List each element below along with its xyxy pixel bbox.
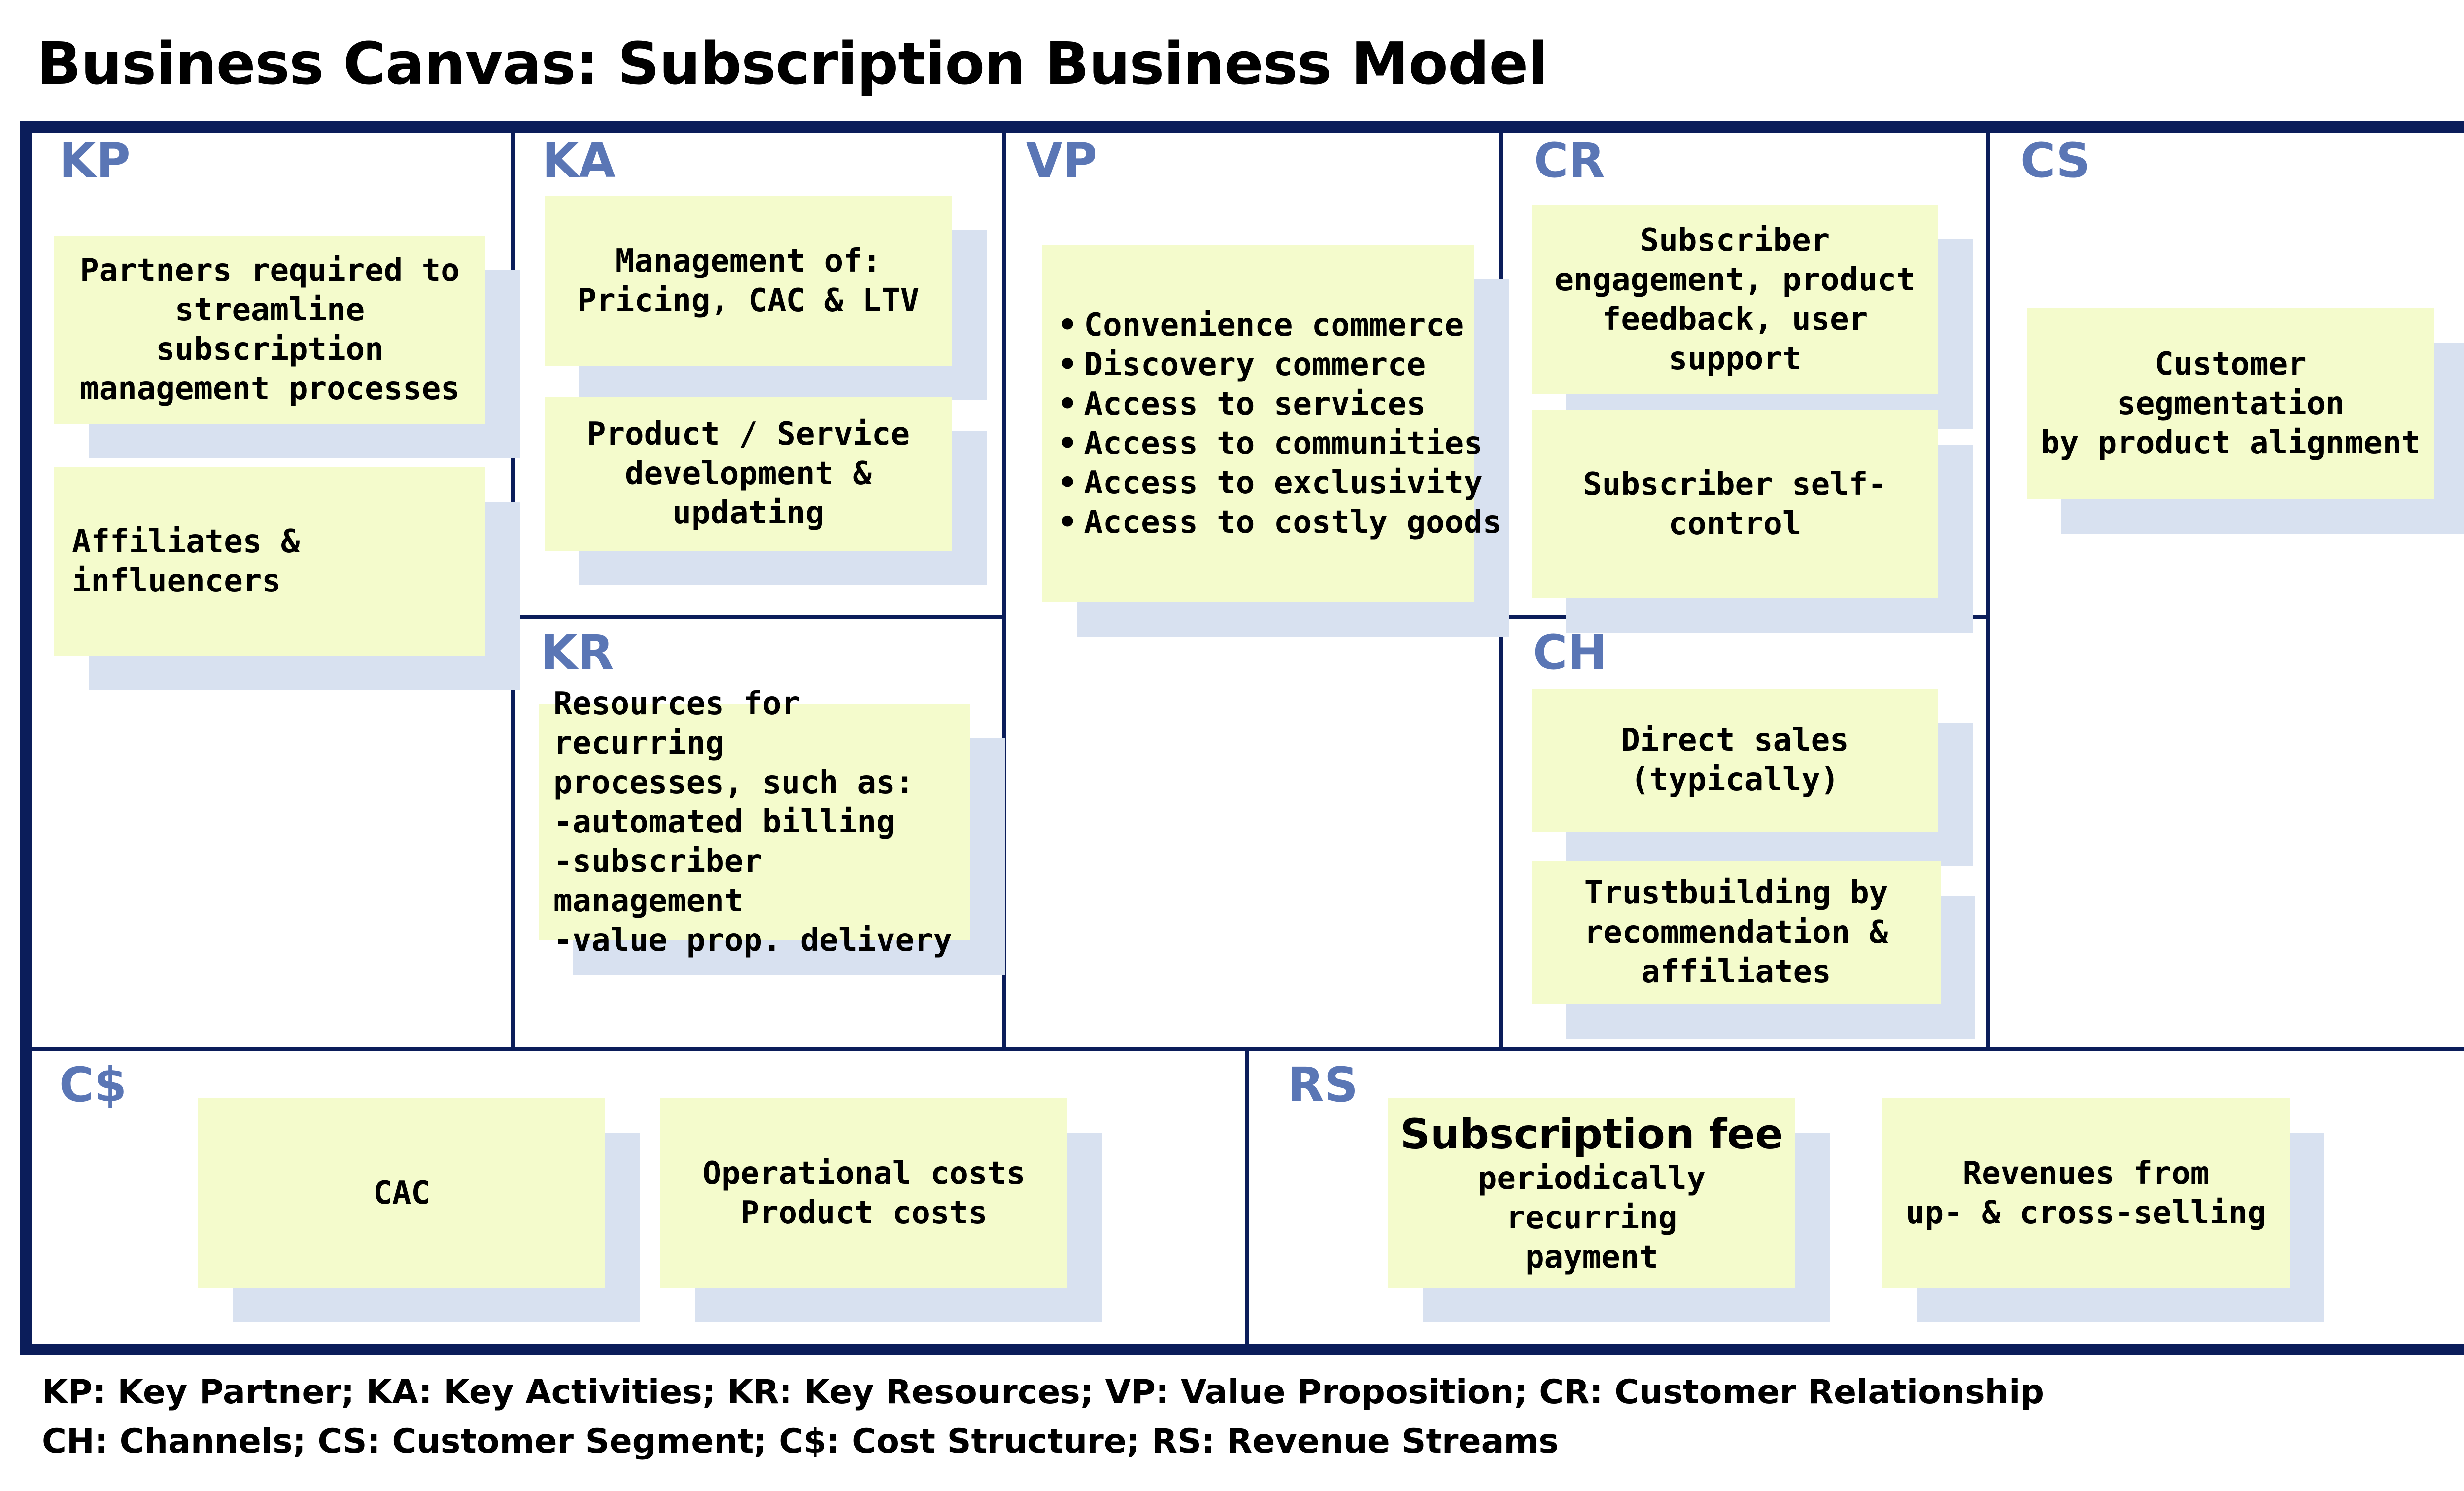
label-ka: KA <box>542 133 616 188</box>
divider-cost-rs <box>1245 1049 1249 1344</box>
label-vp: VP <box>1026 133 1097 188</box>
note-text: Customer segmentation by product alignme… <box>2041 346 2421 461</box>
note-text: Revenues from up- & cross-selling <box>1905 1155 2267 1231</box>
page-title: Business Canvas: Subscription Business M… <box>37 30 1548 98</box>
note-text: Management of: Pricing, CAC & LTV <box>577 243 920 319</box>
vp-item: Access to exclusivity <box>1058 463 1502 503</box>
label-rs: RS <box>1288 1057 1359 1112</box>
legend-line-2: CH: Channels; CS: Customer Segment; C$: … <box>42 1422 1559 1461</box>
note-cost-cac: CAC <box>198 1098 640 1322</box>
label-kp: KP <box>59 133 131 188</box>
label-cost: C$ <box>59 1057 127 1112</box>
vp-item: Discovery commerce <box>1058 345 1502 384</box>
vp-item: Access to services <box>1058 384 1502 424</box>
note-text: Product / Service development & updating <box>586 416 910 531</box>
note-cr-engagement: Subscriber engagement, product feedback,… <box>1532 205 1973 429</box>
vp-list: Convenience commerce Discovery commerce … <box>1058 306 1502 542</box>
label-kr: KR <box>541 625 614 680</box>
note-text: Resources for recurring processes, such … <box>553 686 953 959</box>
note-ka-development: Product / Service development & updating <box>545 397 987 585</box>
note-text: Affiliates & influencers <box>72 523 300 599</box>
note-rs-upselling: Revenues from up- & cross-selling <box>1882 1098 2324 1322</box>
note-text: Trustbuilding by recommendation & affili… <box>1584 875 1888 990</box>
label-cr: CR <box>1534 133 1605 188</box>
note-text: Partners required to streamline subscrip… <box>80 252 460 407</box>
label-ch: CH <box>1533 625 1607 680</box>
note-ch-direct-sales: Direct sales (typically) <box>1532 689 1973 866</box>
vp-item: Access to communities <box>1058 424 1502 463</box>
note-rs-subscription-fee: Subscription fee periodically recurring … <box>1388 1098 1830 1322</box>
divider-ka-vp <box>1002 128 1006 1050</box>
note-text: Direct sales (typically) <box>1621 722 1849 798</box>
rs-fee-title: Subscription fee <box>1400 1110 1783 1158</box>
note-text: Operational costs Product costs <box>702 1155 1026 1231</box>
note-kp-partners: Partners required to streamline subscrip… <box>54 236 520 458</box>
note-ka-management: Management of: Pricing, CAC & LTV <box>545 196 987 400</box>
divider-ka-kr <box>513 615 1004 619</box>
note-cr-selfcontrol: Subscriber self-control <box>1532 410 1973 633</box>
note-cost-operational: Operational costs Product costs <box>660 1098 1102 1322</box>
note-text: Subscriber self-control <box>1583 466 1887 542</box>
note-cs-segmentation: Customer segmentation by product alignme… <box>2027 308 2464 534</box>
legend-line-1: KP: Key Partner; KA: Key Activities; KR:… <box>42 1373 2045 1412</box>
note-kp-affiliates: Affiliates & influencers <box>54 467 520 690</box>
divider-cr-cs <box>1986 128 1990 1050</box>
note-text: Subscriber engagement, product feedback,… <box>1554 222 1916 377</box>
note-vp-list: Convenience commerce Discovery commerce … <box>1042 245 1509 637</box>
rs-fee-subtitle: periodically recurring payment <box>1477 1160 1706 1276</box>
label-cs: CS <box>2020 133 2090 188</box>
vp-item: Access to costly goods <box>1058 503 1502 542</box>
note-text: CAC <box>373 1175 430 1212</box>
note-kr-resources: Resources for recurring processes, such … <box>539 686 1005 975</box>
vp-item: Convenience commerce <box>1058 306 1502 345</box>
note-ch-trustbuilding: Trustbuilding by recommendation & affili… <box>1532 861 1975 1039</box>
